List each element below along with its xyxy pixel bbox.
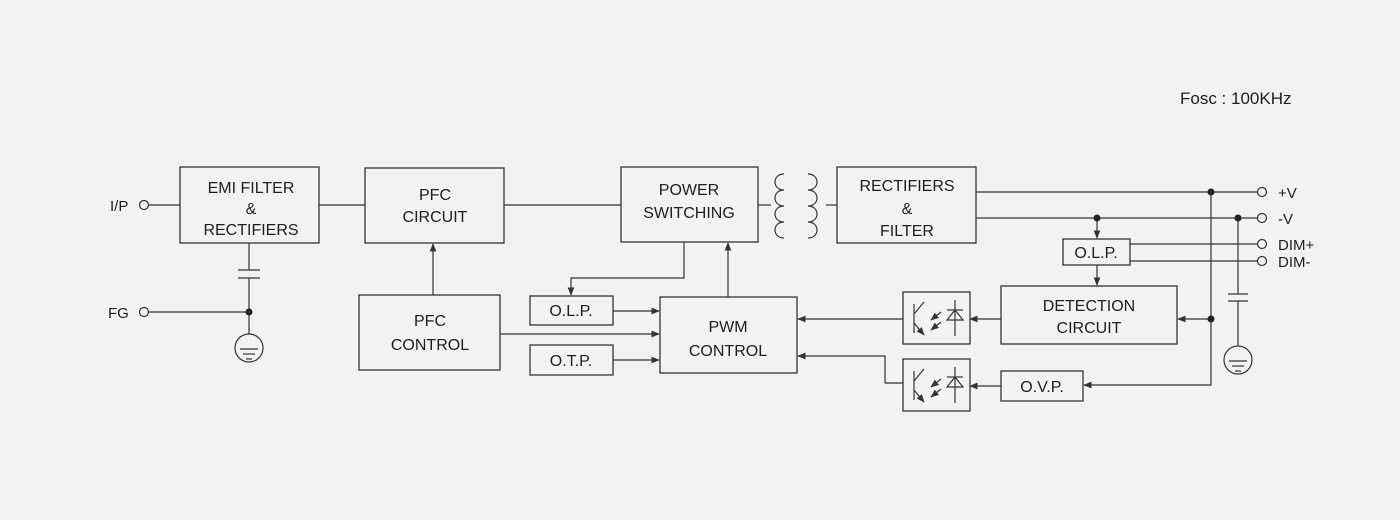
oscillator-frequency-note: Fosc : 100KHz	[1180, 89, 1292, 108]
svg-text:&: &	[246, 201, 257, 218]
dim-minus-terminal: DIM-	[1256, 254, 1311, 271]
svg-text:FG: FG	[108, 305, 129, 322]
svg-text:CONTROL: CONTROL	[689, 343, 767, 360]
svg-text:-V: -V	[1278, 211, 1293, 228]
transformer-icon	[774, 173, 818, 239]
svg-text:O.L.P.: O.L.P.	[549, 303, 592, 320]
y-capacitor-icon	[238, 243, 260, 334]
svg-text:EMI FILTER: EMI FILTER	[208, 180, 295, 197]
v-minus-terminal: -V	[1256, 211, 1293, 228]
svg-text:DIM+: DIM+	[1278, 237, 1314, 254]
svg-text:PFC: PFC	[414, 313, 446, 330]
earth-ground-icon	[234, 333, 264, 363]
svg-text:+V: +V	[1278, 185, 1297, 202]
svg-text:PWM: PWM	[708, 319, 747, 336]
svg-text:FILTER: FILTER	[880, 223, 934, 240]
svg-text:RECTIFIERS: RECTIFIERS	[203, 222, 298, 239]
output-capacitor-icon	[1228, 293, 1248, 346]
svg-text:O.V.P.: O.V.P.	[1020, 379, 1064, 396]
pwm-control-block: PWM CONTROL	[659, 296, 798, 374]
svg-text:&: &	[902, 201, 913, 218]
svg-text:RECTIFIERS: RECTIFIERS	[859, 178, 954, 195]
otp-block: O.T.P.	[529, 344, 614, 376]
svg-text:DIM-: DIM-	[1278, 254, 1311, 271]
pfc-control-block: PFC CONTROL	[358, 294, 501, 371]
pfc-circuit-block: PFC CIRCUIT	[364, 167, 505, 244]
svg-text:CIRCUIT: CIRCUIT	[403, 209, 468, 226]
svg-text:I/P: I/P	[110, 198, 128, 215]
v-plus-terminal: +V	[1256, 185, 1297, 202]
svg-text:CONTROL: CONTROL	[391, 337, 469, 354]
svg-text:CIRCUIT: CIRCUIT	[1057, 320, 1122, 337]
svg-text:O.L.P.: O.L.P.	[1074, 245, 1117, 262]
rectifiers-filter-block: RECTIFIERS & FILTER	[836, 166, 977, 244]
dim-plus-terminal: DIM+	[1256, 237, 1314, 254]
svg-text:PFC: PFC	[419, 187, 451, 204]
fg-terminal: FG	[108, 305, 249, 322]
optocoupler-detection-icon	[902, 291, 971, 345]
optocoupler-ovp-icon	[902, 358, 971, 412]
olp-primary-block: O.L.P.	[529, 295, 614, 326]
ip-terminal: I/P	[110, 198, 180, 215]
svg-text:O.T.P.: O.T.P.	[550, 353, 592, 370]
svg-text:SWITCHING: SWITCHING	[643, 205, 735, 222]
detection-circuit-block: DETECTION CIRCUIT	[1000, 285, 1178, 345]
junction-dots	[245, 188, 1242, 323]
output-ground-icon	[1223, 345, 1253, 375]
svg-text:POWER: POWER	[659, 182, 719, 199]
emi-filter-rectifiers-block: EMI FILTER & RECTIFIERS	[179, 166, 320, 244]
svg-text:DETECTION: DETECTION	[1043, 298, 1135, 315]
power-switching-block: POWER SWITCHING	[620, 166, 759, 243]
olp-secondary-block: O.L.P.	[1062, 238, 1131, 266]
ovp-block: O.V.P.	[1000, 370, 1084, 402]
